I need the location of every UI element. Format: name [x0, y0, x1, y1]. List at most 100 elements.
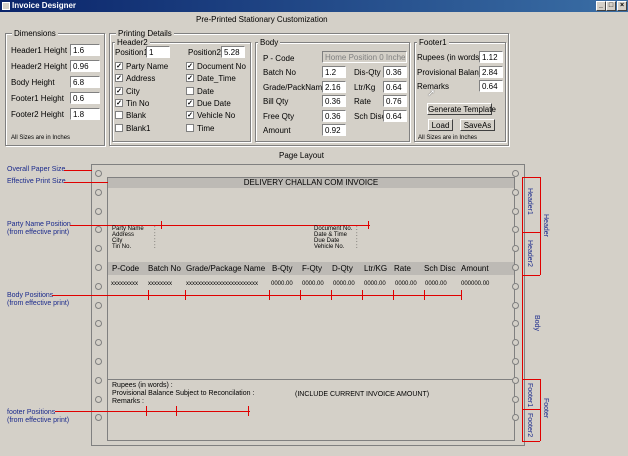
- tractor-hole: [512, 301, 519, 309]
- checkbox[interactable]: ✓: [186, 62, 194, 70]
- footer1-field-label: Provisional Balance: [417, 67, 488, 77]
- row-cell: 0000.00: [302, 281, 324, 287]
- effective-print-area: [107, 177, 515, 441]
- load-button[interactable]: Load: [428, 119, 453, 131]
- tractor-hole: [512, 264, 519, 271]
- position1-input[interactable]: 1: [146, 46, 170, 58]
- checkbox[interactable]: [115, 123, 123, 132]
- tractor-hole: [95, 188, 102, 196]
- body-position-label: Body Positions: [7, 292, 54, 299]
- body-tick: [300, 290, 301, 300]
- footer1-side-label: Footer1: [526, 383, 533, 408]
- position1-label: Position1: [115, 48, 148, 57]
- checkbox[interactable]: ✓: [186, 74, 194, 83]
- header-top-tick: [522, 177, 540, 178]
- party-tick-1: [161, 221, 162, 229]
- title-bar: Invoice Designer _ □ ×: [0, 0, 628, 12]
- pcode-input[interactable]: Home Position 0 Inches: [322, 51, 407, 63]
- body-tick: [148, 290, 149, 300]
- body-field-input[interactable]: 0.64: [383, 80, 407, 93]
- column-header: Amount: [461, 264, 489, 273]
- tractor-hole: [95, 207, 102, 215]
- dimension-input[interactable]: 0.96: [70, 60, 100, 72]
- right-margin-line: [522, 177, 523, 441]
- tractor-hole: [95, 376, 102, 384]
- footer1-field-input[interactable]: 2.84: [479, 65, 503, 78]
- checkbox[interactable]: ✓: [115, 62, 123, 70]
- page-layout-title: Page Layout: [279, 151, 324, 160]
- body-field-input[interactable]: 0.36: [322, 109, 346, 122]
- saveas-button[interactable]: SaveAs: [460, 119, 495, 131]
- column-header: P-Code: [112, 264, 140, 273]
- close-button[interactable]: ×: [617, 1, 627, 11]
- body-tick: [331, 290, 332, 300]
- maximize-button[interactable]: □: [606, 1, 616, 11]
- tractor-hole: [512, 358, 519, 365]
- checkbox[interactable]: [186, 86, 194, 95]
- checkbox[interactable]: ✓: [115, 98, 123, 107]
- party-position-label: Party Name Position: [7, 221, 71, 228]
- checkbox[interactable]: ✓: [186, 98, 194, 107]
- body-field-input[interactable]: 0.36: [383, 66, 407, 78]
- dimension-label: Footer1 Height: [11, 94, 64, 103]
- footer1-field-input[interactable]: 0.64: [479, 80, 503, 92]
- checkbox-label: Blank: [126, 111, 147, 121]
- checkbox-label: Party Name: [126, 62, 169, 71]
- footer-leader-line: [55, 411, 250, 412]
- generate-template-button[interactable]: Generate Template: [427, 103, 496, 115]
- body-field-input[interactable]: 0.64: [383, 109, 407, 122]
- body-tick: [185, 290, 186, 300]
- body-field-input[interactable]: 0.92: [322, 124, 346, 136]
- dimension-input[interactable]: 1.6: [70, 44, 100, 56]
- body-field-input[interactable]: 0.36: [322, 95, 346, 107]
- party-field-colon: :: [356, 232, 358, 238]
- tractor-hole: [95, 264, 102, 271]
- minimize-button[interactable]: _: [596, 1, 606, 11]
- dimension-input[interactable]: 1.8: [70, 108, 100, 120]
- footer-position-label: footer Positions: [7, 409, 56, 416]
- party-field-label: City: [112, 238, 123, 244]
- body-title: Body: [258, 38, 281, 47]
- checkbox[interactable]: [186, 123, 194, 132]
- checkbox[interactable]: ✓: [186, 111, 194, 120]
- checkbox-label: City: [126, 86, 140, 96]
- footer1-field-label: Rupees (in words): [417, 53, 482, 62]
- dimensions-note: All Sizes are in Inches: [11, 135, 71, 141]
- dimensions-group: Dimensions: [5, 29, 105, 146]
- dimension-input[interactable]: 6.8: [70, 76, 100, 88]
- checkbox-label: Tin No: [126, 98, 150, 108]
- checkbox-label: Document No: [197, 62, 246, 71]
- party-field-colon: :: [356, 238, 358, 244]
- body-field-label: Grade/PackName: [263, 82, 327, 92]
- header-side-label: Header: [542, 214, 549, 237]
- party-field-label: Due Date: [314, 238, 340, 244]
- party-field-colon: :: [154, 244, 156, 250]
- checkbox[interactable]: ✓: [115, 74, 123, 83]
- tractor-hole: [95, 358, 102, 365]
- body-field-input[interactable]: 1.2: [322, 66, 346, 78]
- body-bottom-tick: [522, 379, 540, 380]
- body-field-label: Free Qty: [263, 111, 295, 121]
- tractor-hole: [512, 170, 519, 177]
- party-field-label: Document No.: [314, 226, 353, 232]
- body-group: Body: [255, 38, 410, 142]
- checkbox-label: Date: [197, 86, 214, 96]
- column-header: Rate: [394, 264, 411, 273]
- body-tick: [393, 290, 394, 300]
- checkbox[interactable]: [115, 111, 123, 120]
- body-field-label: Sch Disc: [354, 111, 386, 121]
- tractor-hole: [512, 226, 519, 234]
- overall-paper-label: Overall Paper Size: [7, 166, 66, 173]
- effective-print-label: Effective Print Size: [7, 178, 66, 185]
- body-field-input[interactable]: 0.76: [383, 95, 407, 107]
- checkbox[interactable]: ✓: [115, 86, 123, 95]
- body-field-input[interactable]: 2.16: [322, 80, 346, 93]
- dimension-input[interactable]: 0.6: [70, 92, 100, 104]
- footer1-field-input[interactable]: 1.12: [479, 51, 503, 63]
- position2-input[interactable]: 5.28: [221, 46, 245, 58]
- checkbox-label: Due Date: [197, 98, 231, 108]
- dimension-label: Header1 Height: [11, 46, 68, 55]
- party-field-colon: :: [154, 226, 156, 232]
- tractor-hole: [95, 170, 102, 177]
- footer-side-label: Footer: [542, 398, 549, 419]
